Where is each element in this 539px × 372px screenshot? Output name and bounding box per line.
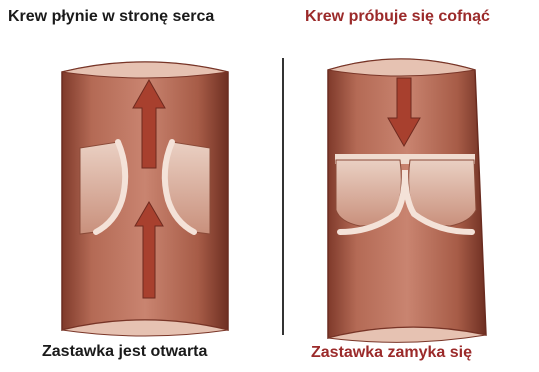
left-panel-title: Krew płynie w stronę serca (8, 8, 214, 26)
right-vein-top-rim (328, 59, 475, 76)
right-vein (328, 59, 486, 342)
left-vein (62, 62, 228, 336)
left-panel-caption: Zastawka jest otwarta (42, 343, 207, 361)
right-panel-title: Krew próbuje się cofnąć (305, 8, 490, 26)
right-panel-caption: Zastawka zamyka się (311, 344, 472, 362)
